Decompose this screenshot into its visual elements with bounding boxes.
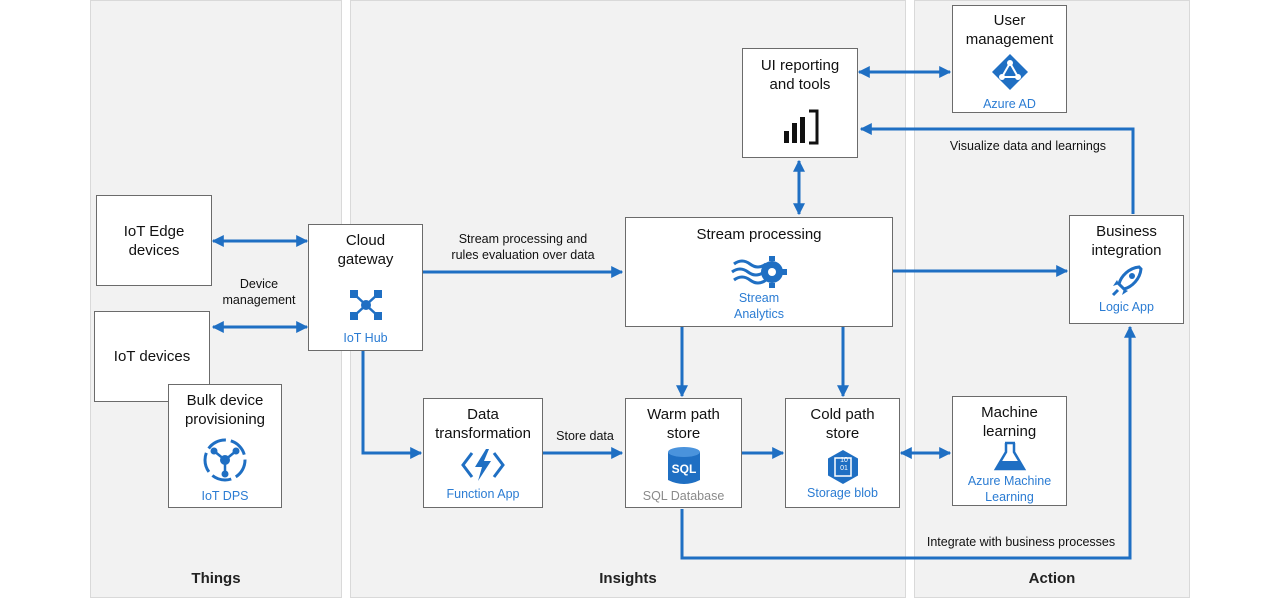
node-bulk-device-provisioning[interactable]: Bulk device provisioning IoT DPS [168,384,282,508]
iot-dps-icon [203,438,247,482]
label-integrate: Integrate with business processes [926,535,1116,549]
column-label-action: Action [1028,570,1076,587]
label-stream-rules: Stream processing and rules evaluation o… [451,232,595,262]
node-service-label: Azure AD [983,97,1036,111]
node-iot-edge-devices[interactable]: IoT Edge devices [96,195,212,286]
node-service-label: IoT DPS [201,489,249,503]
node-title: Business integration [1091,223,1162,259]
node-user-management[interactable]: User management Azure AD [952,5,1067,113]
storage-blob-icon [827,450,858,484]
node-title: Cold path store [810,406,875,442]
function-app-icon [461,449,505,481]
stream-analytics-icon [731,256,787,288]
logic-app-icon [1111,265,1143,297]
arrow-gateway-datatrans [361,351,423,459]
node-service-label: Azure Machine Learning [967,474,1052,504]
storage-blob-icon-text: 10 01 [840,457,848,472]
node-title: Warm path store [647,406,720,442]
label-store-data: Store data [556,429,614,443]
node-service-label: SQL Database [642,489,725,503]
sql-icon-text: SQL [671,462,696,476]
node-ui-reporting[interactable]: UI reporting and tools [742,48,858,158]
power-bi-icon [784,109,819,145]
node-machine-learning[interactable]: Machine learning Azure Machine Learning [952,396,1067,506]
node-cold-path-store[interactable]: Cold path store 10 01 Storage blob [785,398,900,508]
node-service-label: Stream Analytics [733,291,785,321]
node-title: Cloud gateway [337,232,394,268]
node-stream-processing[interactable]: Stream processing Stream Analytics [625,217,893,327]
iot-hub-icon [349,290,382,320]
node-business-integration[interactable]: Business integration Logic App [1069,215,1184,324]
node-service-label: Function App [446,487,520,501]
node-title: Machine learning [981,404,1038,440]
node-data-transformation[interactable]: Data transformation Function App [423,398,543,508]
node-title: Stream processing [696,226,822,243]
machine-learning-icon [993,441,1026,471]
node-title: User management [965,12,1054,48]
sql-database-icon: SQL [667,447,700,484]
label-device-management: Device management [222,277,296,307]
node-title: Bulk device provisioning [184,392,266,428]
azure-ad-icon [991,54,1028,90]
node-cloud-gateway[interactable]: Cloud gateway IoT Hub [308,224,423,351]
node-service-label: Storage blob [807,486,878,500]
column-label-things: Things [191,570,241,587]
node-warm-path-store[interactable]: Warm path store SQL SQL Database [625,398,742,508]
node-title: UI reporting and tools [760,57,840,93]
arrow-business-ui [859,123,1135,214]
arrow-warm-business [680,325,1136,560]
column-label-insights: Insights [599,570,657,587]
node-title: IoT devices [113,348,191,365]
node-service-label: IoT Hub [343,331,388,345]
node-service-label: Logic App [1099,300,1154,314]
label-visualize: Visualize data and learnings [949,139,1107,153]
node-title: Data transformation [435,406,531,442]
node-title: IoT Edge devices [123,223,185,259]
